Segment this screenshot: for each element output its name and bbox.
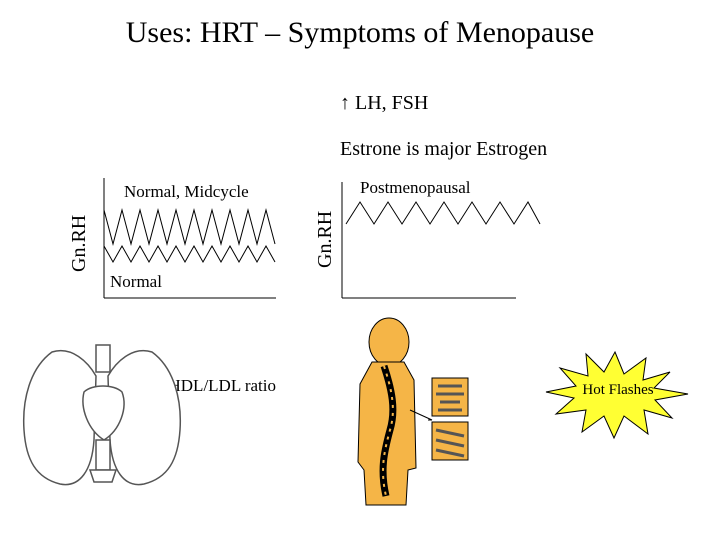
estrone-label: Estrone is major Estrogen <box>340 138 548 160</box>
page-title: Uses: HRT – Symptoms of Menopause <box>125 16 595 49</box>
hot-flashes-starburst <box>545 350 689 440</box>
postmenopausal-label: Postmenopausal <box>360 178 471 197</box>
right-panel-axes <box>341 182 516 299</box>
lungs-heart-icon <box>22 344 182 486</box>
lh-fsh-label: ↑ LH, FSH <box>340 92 429 114</box>
normal-midcycle-label: Normal, Midcycle <box>124 182 249 201</box>
normal-label: Normal <box>110 272 162 291</box>
postmenopausal-pulse-wave <box>345 201 541 225</box>
hot-flashes-label: Hot Flashes <box>582 382 654 398</box>
normal-pulse-wave <box>103 244 276 264</box>
vertebra-inset-images <box>428 377 469 461</box>
hdl-ldl-ratio-label: ↓HDL/LDL ratio <box>160 376 276 395</box>
midcycle-pulse-wave <box>103 208 276 246</box>
body-spine-figure <box>357 317 433 506</box>
left-panel-axes <box>103 178 276 299</box>
